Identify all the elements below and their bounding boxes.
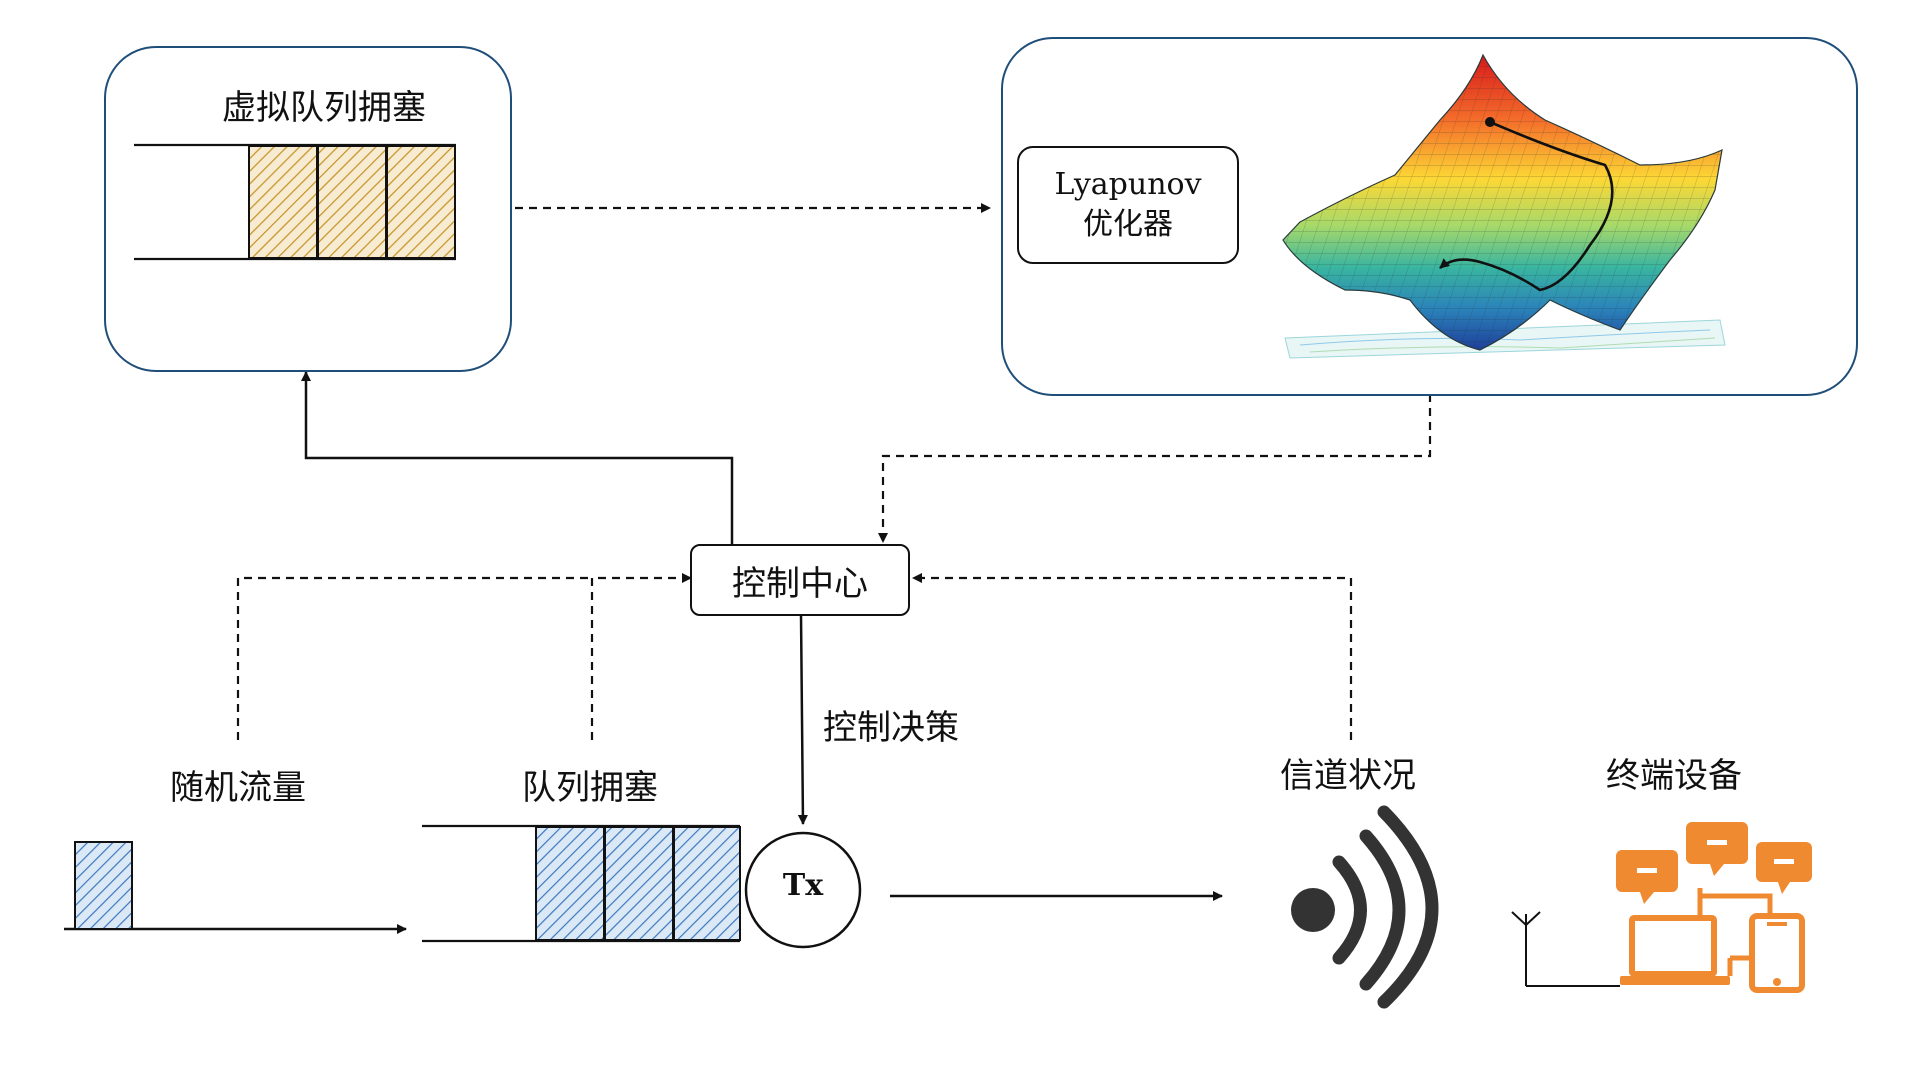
- incoming-packet: [74, 841, 133, 930]
- phone-icon: [1749, 913, 1805, 993]
- antenna-icon: [1511, 911, 1620, 987]
- connected-devices-icon: [1616, 822, 1812, 993]
- dashed-arrow-optimizer-to-control-center: [878, 394, 1432, 543]
- optimizer-suffix: 优化器: [1083, 207, 1173, 242]
- descent-path: [1439, 120, 1614, 292]
- transmission-queue-buffer: [422, 824, 741, 943]
- queue-packet: [604, 826, 674, 941]
- optimizer-panel: [1001, 37, 1858, 396]
- optimization-surface-icon: [1282, 53, 1726, 359]
- wifi-signal-icon: [1291, 805, 1439, 1009]
- virtual-queue-panel: [104, 46, 512, 372]
- virtual-queue-buffer: [134, 143, 456, 261]
- chat-bubble-icon: [1616, 850, 1678, 904]
- control-center-label: 控制中心: [732, 563, 868, 604]
- virtual-queue-packet: [317, 145, 387, 259]
- virtual-queue-packet: [386, 145, 456, 259]
- lyapunov-optimizer-node: Lyapunov 优化器: [1017, 146, 1239, 264]
- control-decision-label: 控制决策: [823, 708, 959, 748]
- solid-arrow-control-decision-to-tx: [797, 613, 808, 825]
- tx-label: Tx: [782, 868, 824, 903]
- chat-bubble-icon: [1756, 842, 1812, 894]
- virtual-queue-title: 虚拟队列拥塞: [222, 88, 426, 128]
- chat-bubble-icon: [1686, 822, 1748, 876]
- tx-circle: [744, 831, 862, 949]
- terminal-devices-label: 终端设备: [1606, 756, 1742, 796]
- solid-arrow-control-center-to-virtual-queue: [301, 371, 734, 548]
- laptop-icon: [1629, 915, 1717, 977]
- queue-congestion-label: 队列拥塞: [522, 768, 658, 808]
- queue-packet: [535, 826, 605, 941]
- queue-packet: [673, 826, 741, 941]
- channel-state-label: 信道状况: [1280, 756, 1416, 796]
- optimizer-name: Lyapunov: [1054, 167, 1202, 202]
- dashed-arrow-channel-state-to-control-center: [912, 573, 1353, 740]
- control-center-node: 控制中心: [690, 544, 910, 616]
- dashed-line-random-traffic-to-control-center: [236, 576, 592, 740]
- dashed-arrow-queue-congestion-to-control-center: [590, 573, 692, 740]
- random-traffic-label: 随机流量: [170, 768, 306, 808]
